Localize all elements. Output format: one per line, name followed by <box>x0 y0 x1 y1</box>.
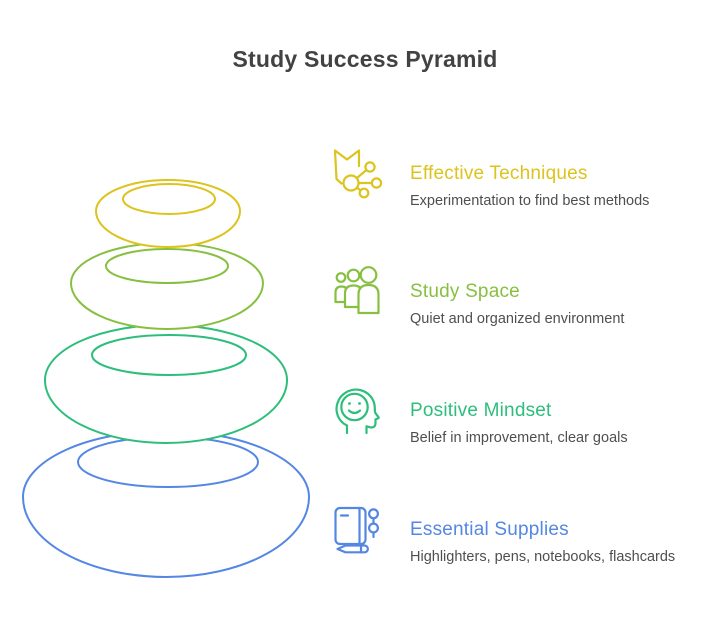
head-smile-icon <box>332 385 382 435</box>
pyramid-stone-effective-techniques <box>94 179 242 248</box>
list-item-positive-mindset: Positive Mindset Belief in improvement, … <box>332 385 692 446</box>
book-molecule-icon <box>332 148 383 199</box>
item-description: Experimentation to find best methods <box>410 193 650 209</box>
list-item-essential-supplies: Essential Supplies Highlighters, pens, n… <box>332 504 692 565</box>
item-title: Positive Mindset <box>410 400 552 421</box>
item-title: Study Space <box>410 281 520 302</box>
item-title: Effective Techniques <box>410 163 588 184</box>
item-description: Quiet and organized environment <box>410 311 625 327</box>
item-title: Essential Supplies <box>410 519 569 540</box>
people-group-icon <box>332 266 382 316</box>
notebook-pen-icon <box>332 504 382 554</box>
item-description: Belief in improvement, clear goals <box>410 430 628 446</box>
list-item-effective-techniques: Effective Techniques Experimentation to … <box>332 148 692 209</box>
pyramid-stone-essential-supplies <box>21 430 311 578</box>
list-item-study-space: Study Space Quiet and organized environm… <box>332 266 692 327</box>
pyramid-stone-positive-mindset <box>43 324 289 444</box>
item-description: Highlighters, pens, notebooks, flashcard… <box>410 549 676 565</box>
pyramid-stone-study-space <box>69 242 265 330</box>
page-title: Study Success Pyramid <box>232 46 498 72</box>
